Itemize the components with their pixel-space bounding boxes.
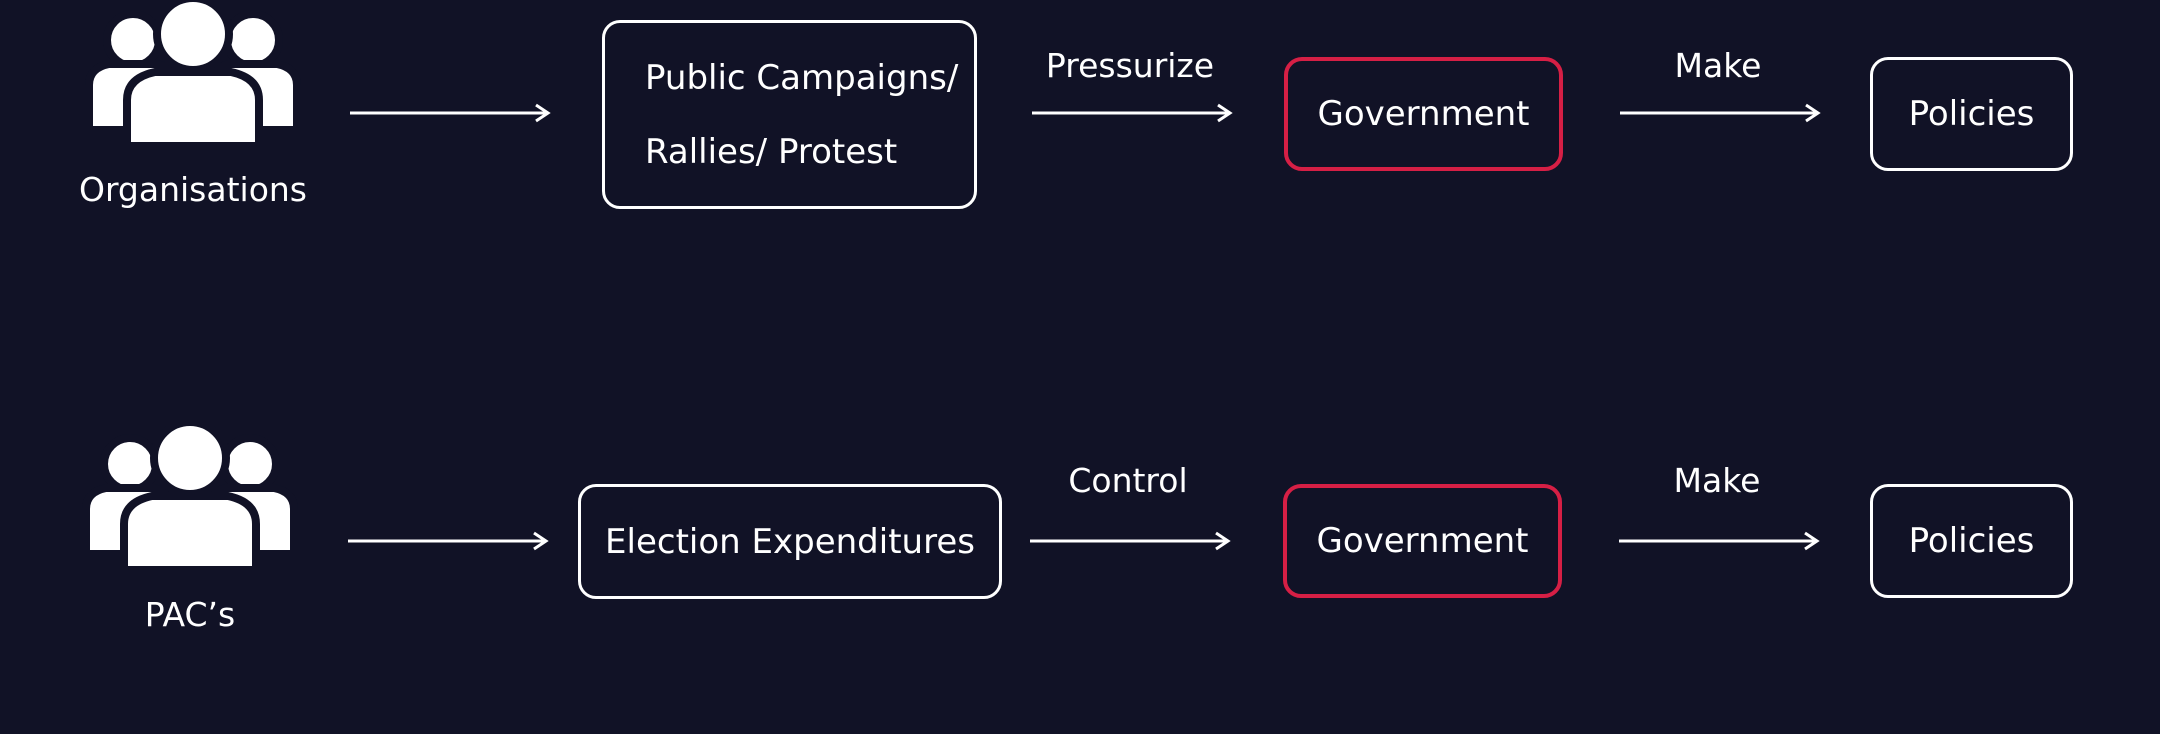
edge-label-make: Make: [1674, 46, 1762, 85]
means-line-1: Public Campaigns/: [645, 57, 959, 98]
arrow-government-to-policies: [1620, 103, 1821, 123]
government-box: Government: [1284, 57, 1563, 171]
actor-label-organisations: Organisations: [78, 170, 308, 209]
edge-label-make: Make: [1673, 461, 1761, 500]
arrow-actor-to-means: [350, 103, 551, 123]
arrow-government-to-policies: [1619, 531, 1820, 551]
edge-label-pressurize: Pressurize: [1045, 46, 1215, 85]
edge-label-control: Control: [1068, 461, 1188, 500]
arrow-actor-to-means: [348, 531, 549, 551]
policies-box: Policies: [1870, 57, 2073, 171]
actor-label-pacs: PAC’s: [144, 595, 236, 634]
group-of-people-icon: [83, 0, 303, 150]
means-line-2: Rallies/ Protest: [645, 131, 898, 172]
group-of-people-icon: [80, 424, 300, 574]
government-box: Government: [1283, 484, 1562, 598]
arrow-means-to-government: [1032, 103, 1233, 123]
arrow-means-to-government: [1030, 531, 1231, 551]
means-line-1: Election Expenditures: [605, 521, 975, 562]
means-box-election-expenditures: Election Expenditures: [578, 484, 1002, 599]
means-box-public-campaigns: Public Campaigns/ Rallies/ Protest: [602, 20, 977, 209]
policies-box: Policies: [1870, 484, 2073, 598]
